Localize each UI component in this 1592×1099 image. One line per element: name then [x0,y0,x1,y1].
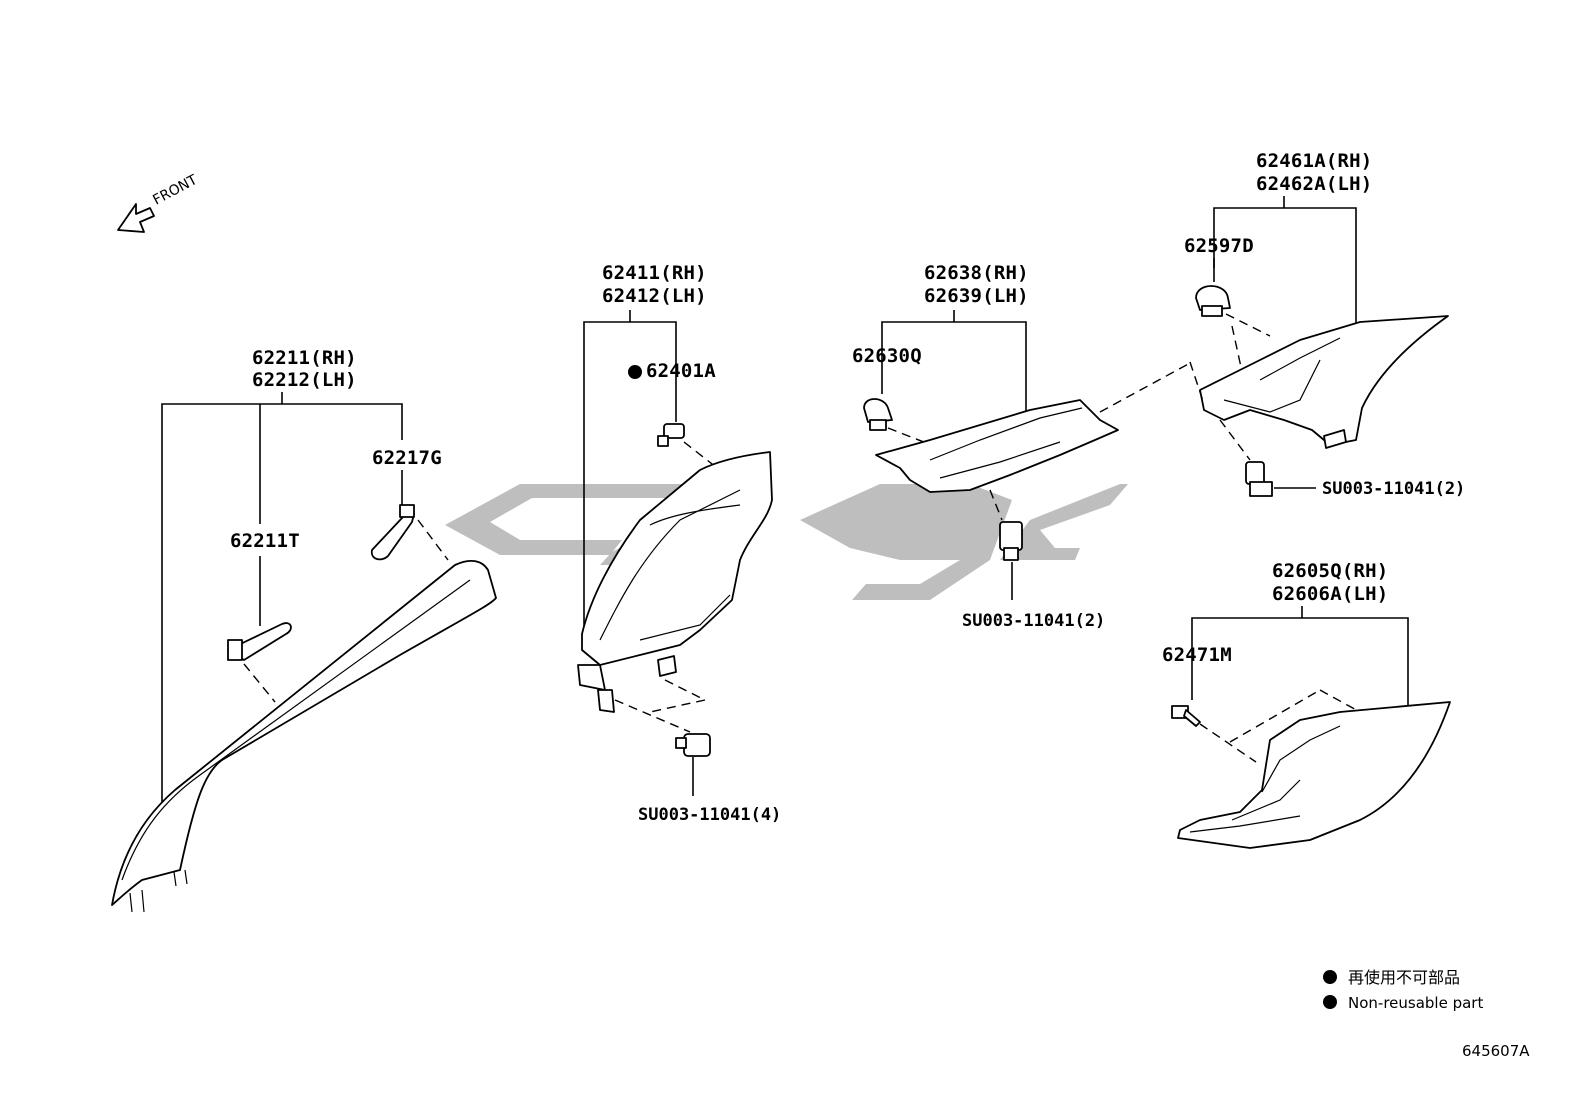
part-group-62461a: 62461A(RH) 62462A(LH) 62597D SU003-11041… [1184,150,1465,499]
legend-dot-ja [1323,970,1337,984]
label-62471m: 62471M [1162,644,1232,666]
label-62212-lh: 62212(LH) [252,369,357,391]
bolt-su003-2b [1245,461,1273,497]
bolt-su003-4 [675,733,711,757]
label-62638-rh: 62638(RH) [924,262,1029,284]
part-group-62211: 62211(RH) 62212(LH) 62217G 62211T [111,347,497,913]
legend-text-en: Non-reusable part [1348,994,1483,1012]
label-su003-11041-2a: SU003-11041(2) [962,611,1105,631]
non-reusable-mark [628,365,642,379]
clip-62597d [1195,285,1231,317]
quarter-trim [1199,315,1449,446]
clip-62630q [863,398,893,431]
pillar-garnish [111,559,497,906]
label-62217g: 62217G [372,447,442,469]
label-62411-rh: 62411(RH) [602,262,707,284]
legend-text-ja: 再使用不可部品 [1348,968,1460,987]
legend: 再使用不可部品 Non-reusable part [1323,968,1483,1012]
part-group-62605q: 62605Q(RH) 62606A(LH) 62471M [1162,560,1451,849]
label-62630q: 62630Q [852,345,922,367]
front-arrow-icon: FRONT [117,172,200,233]
label-62605q-rh: 62605Q(RH) [1272,560,1388,582]
clip-62471m [1171,705,1201,727]
part-group-62411: 62411(RH) 62412(LH) 62401A SU003-11041(4… [577,262,781,825]
label-62606a-lh: 62606A(LH) [1272,583,1388,605]
label-62412-lh: 62412(LH) [602,285,707,307]
rear-lower-trim [1177,701,1451,849]
label-62462a-lh: 62462A(LH) [1256,173,1372,195]
watermark-logo [445,484,1128,600]
label-62639-lh: 62639(LH) [924,285,1029,307]
b-pillar-lower-trim [581,451,773,666]
clip-62211t [227,622,292,661]
bolt-su003-2a [999,521,1023,561]
label-62597d: 62597D [1184,235,1254,257]
label-62211-rh: 62211(RH) [252,347,357,369]
label-su003-11041-2b: SU003-11041(2) [1322,479,1465,499]
diagram-code: 645607A [1462,1042,1530,1060]
label-62211t: 62211T [230,530,300,552]
legend-dot-en [1323,995,1337,1009]
label-62401a: 62401A [646,360,716,382]
clip-62401a [657,423,685,447]
part-group-62638: 62638(RH) 62639(LH) 62630Q SU003-11041(2… [852,262,1193,631]
label-su003-11041-4: SU003-11041(4) [638,805,781,825]
center-garnish [875,399,1119,493]
front-label: FRONT [150,172,200,209]
label-62461a-rh: 62461A(RH) [1256,150,1372,172]
